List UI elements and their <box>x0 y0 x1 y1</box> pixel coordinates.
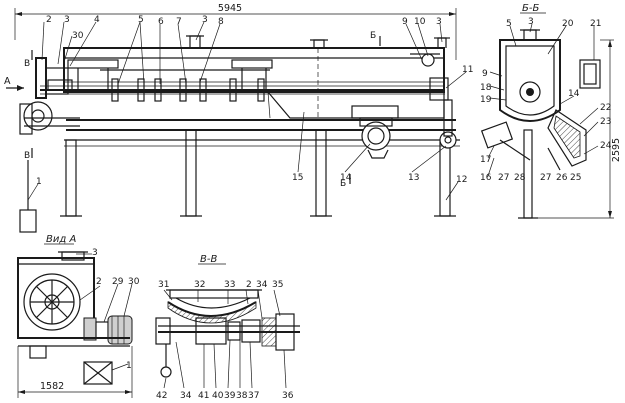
vv-part-34a: 34 <box>256 280 268 290</box>
bb-part-22: 22 <box>600 103 611 113</box>
vv-part-34b: 34 <box>180 391 192 401</box>
main-view-leaders <box>27 21 467 201</box>
part-12-label: 12 <box>456 175 467 185</box>
vv-part-35: 35 <box>272 280 283 290</box>
left-drive-assembly: А В <box>4 50 80 161</box>
bb-part-16: 16 <box>480 173 492 183</box>
vv-part-2: 2 <box>246 280 252 290</box>
vv-part-40: 40 <box>212 391 224 401</box>
vv-part-41: 41 <box>198 391 209 401</box>
bb-part-18: 18 <box>480 83 492 93</box>
overall-length-value: 5945 <box>218 3 242 14</box>
view-a: Вид А 1582 <box>17 234 140 398</box>
bb-part-27a: 27 <box>498 173 509 183</box>
section-bb-title: Б-Б <box>522 3 539 14</box>
bb-part-5: 5 <box>506 19 512 29</box>
bb-part-28: 28 <box>514 173 526 183</box>
bb-part-20: 20 <box>562 19 574 29</box>
part-9-label: 9 <box>402 17 408 27</box>
part-3b-label: 3 <box>202 15 208 25</box>
vv-part-42: 42 <box>156 391 167 401</box>
part-30-label: 30 <box>72 31 84 41</box>
part-15-label: 15 <box>292 173 303 183</box>
bb-part-17: 17 <box>480 155 491 165</box>
vv-part-38: 38 <box>236 391 248 401</box>
height-dimension-value: 2595 <box>611 138 622 162</box>
support-frame <box>19 119 460 233</box>
part-13-label: 13 <box>408 173 419 183</box>
part-11-label: 11 <box>462 65 473 75</box>
overall-length-dimension: 5945 <box>14 3 457 60</box>
view-arrow-a: А <box>4 76 11 87</box>
part-5-label: 5 <box>138 15 144 25</box>
right-bearing-assembly: Б Б <box>340 31 457 189</box>
cut-b-bottom: Б <box>340 179 346 189</box>
bb-part-3: 3 <box>528 17 534 27</box>
main-view-part-numbers: 2 3 4 30 5 6 7 3 8 9 10 3 11 15 14 13 12… <box>36 15 473 187</box>
section-bb-view: Б-Б 2595 <box>480 3 622 219</box>
vv-part-37: 37 <box>248 391 259 401</box>
vv-part-39: 39 <box>224 391 236 401</box>
bb-part-27b: 27 <box>540 173 551 183</box>
part-1-label: 1 <box>36 177 42 187</box>
part-6-label: 6 <box>158 17 164 27</box>
part-4-label: 4 <box>94 15 100 25</box>
main-front-view: 5945 <box>4 3 473 233</box>
part-3-label: 3 <box>64 15 70 25</box>
part-14-label: 14 <box>340 173 352 183</box>
cut-v-top: В <box>24 151 30 161</box>
bb-part-9: 9 <box>482 69 488 79</box>
vv-part-33: 33 <box>224 280 235 290</box>
vv-part-32: 32 <box>194 280 205 290</box>
discharge-chute <box>351 105 399 159</box>
mixer-trough <box>63 47 445 119</box>
bb-part-21: 21 <box>590 19 601 29</box>
lid-fittings <box>186 35 450 48</box>
bb-part-23: 23 <box>600 117 611 127</box>
part-10-label: 10 <box>414 17 426 27</box>
vv-part-31: 31 <box>158 280 169 290</box>
bb-part-26: 26 <box>556 173 568 183</box>
view-a-title: Вид А <box>46 234 76 245</box>
part-8-label: 8 <box>218 17 224 27</box>
view-a-part-3: 3 <box>92 248 98 258</box>
mixer-paddles <box>67 59 273 102</box>
bb-part-19: 19 <box>480 95 492 105</box>
view-a-part-2: 2 <box>96 277 102 287</box>
part-3c-label: 3 <box>436 17 442 27</box>
bb-part-14: 14 <box>568 89 580 99</box>
cut-v-bottom: В <box>24 59 30 69</box>
base-width-value: 1582 <box>40 381 64 392</box>
vv-part-36: 36 <box>282 391 294 401</box>
view-a-part-30: 30 <box>128 277 140 287</box>
part-7-label: 7 <box>176 17 182 27</box>
bb-part-24: 24 <box>600 141 612 151</box>
section-vv-view: В-В 31 32 33 <box>24 59 300 401</box>
part-2-label: 2 <box>46 15 52 25</box>
view-a-part-29: 29 <box>112 277 124 287</box>
cut-b-top: Б <box>370 31 376 41</box>
section-vv-title: В-В <box>200 254 217 265</box>
bb-part-25: 25 <box>570 173 581 183</box>
view-a-part-1: 1 <box>126 361 132 371</box>
